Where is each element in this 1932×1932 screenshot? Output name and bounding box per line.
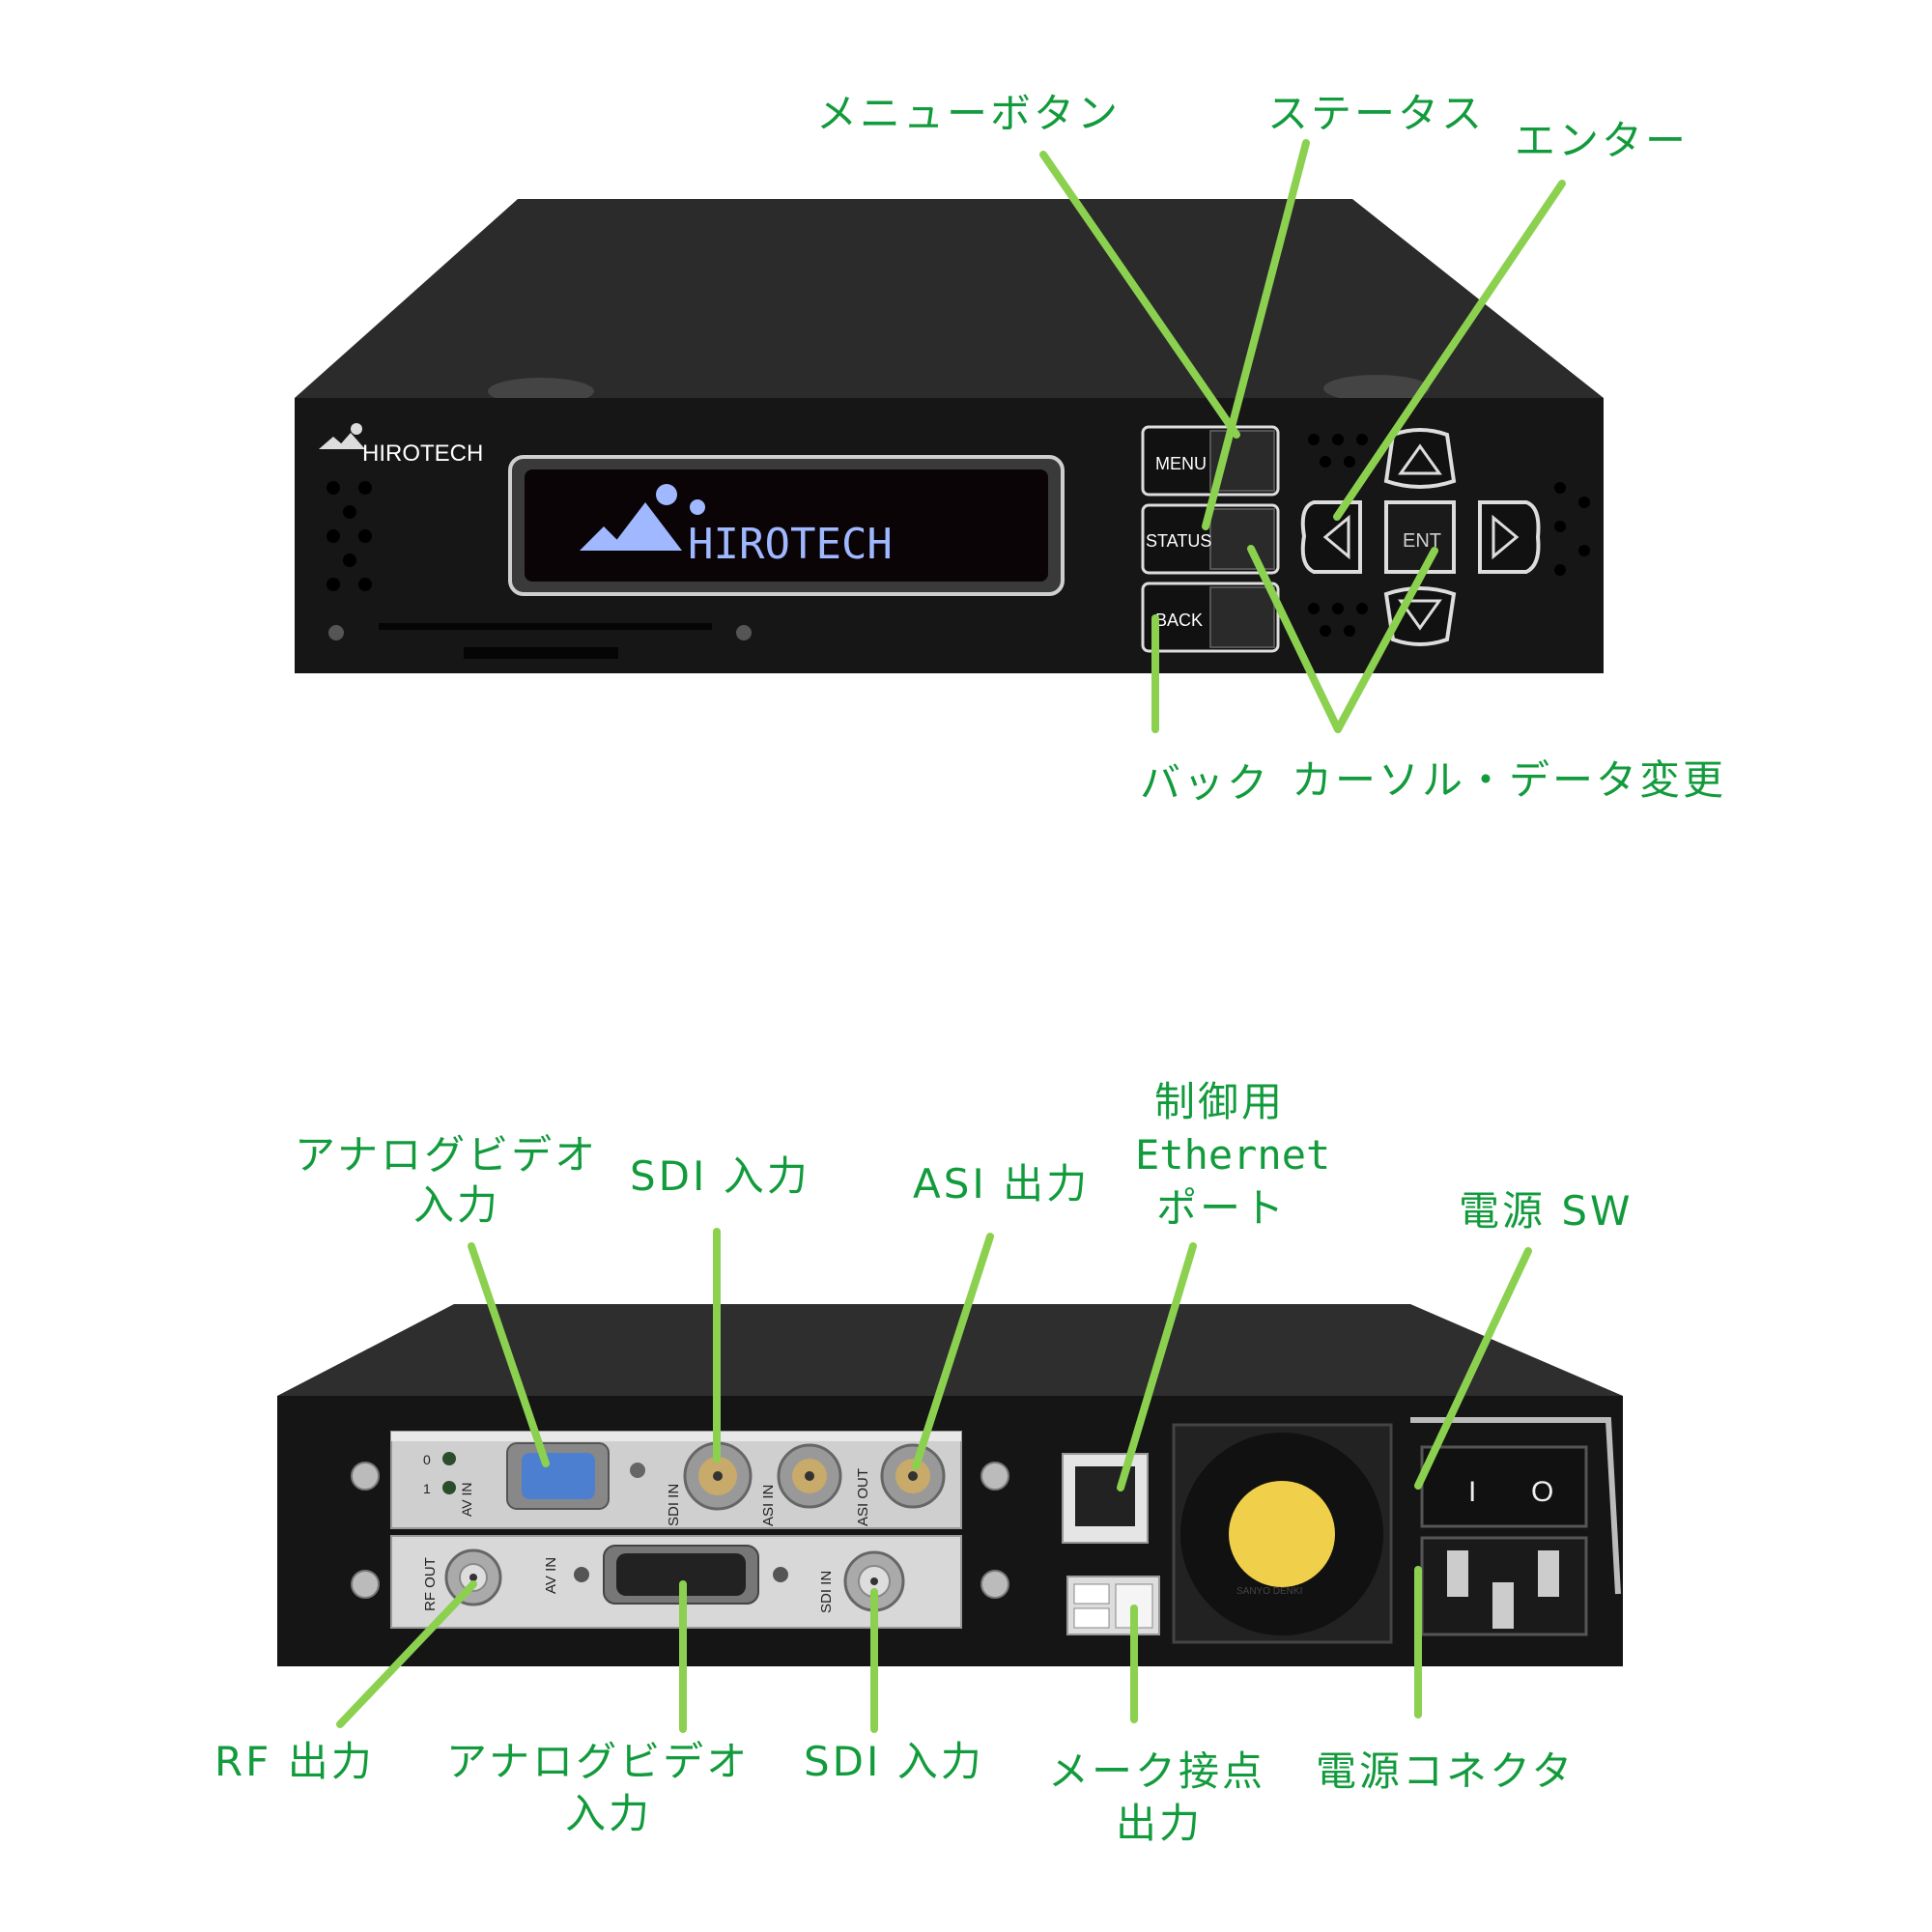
label-cursor-data-change: カーソル・データ変更	[1292, 756, 1726, 804]
svg-text:AV IN: AV IN	[543, 1557, 559, 1594]
label-make-contact-1: メーク接点	[1048, 1747, 1265, 1795]
svg-text:SDI IN: SDI IN	[666, 1484, 682, 1526]
top-bump-right	[1323, 375, 1430, 402]
leader-enter	[1333, 180, 1566, 521]
enter-button[interactable]: ENT	[1384, 500, 1456, 574]
bnc-sdi-in-bottom[interactable]	[843, 1550, 905, 1612]
screw-icon	[351, 1570, 380, 1599]
label-status: ステータス	[1267, 90, 1485, 137]
screw-icon	[328, 625, 344, 640]
screw-icon	[736, 625, 752, 640]
svg-text:O: O	[1531, 1476, 1553, 1508]
bnc-sdi-in-top[interactable]	[683, 1441, 753, 1511]
svg-text:I: I	[1468, 1476, 1476, 1508]
label-enter: エンター	[1515, 117, 1689, 164]
svg-text:AV IN: AV IN	[459, 1482, 474, 1517]
svg-text:SANYO DENKI: SANYO DENKI	[1236, 1586, 1302, 1597]
speaker-grille-left	[327, 481, 372, 591]
speaker-grille-pad	[1308, 434, 1590, 637]
arrow-left-icon	[1322, 514, 1350, 560]
label-analog-video-in-bottom-2: 入力	[565, 1790, 652, 1837]
f-connector-rf-out[interactable]	[444, 1548, 502, 1606]
leader-cursor-right	[1334, 547, 1438, 733]
brand-logo-text: HIROTECH	[362, 440, 483, 467]
leader-status	[1202, 139, 1310, 530]
leader-asi-out	[912, 1233, 994, 1470]
label-make-contact-2: 出力	[1116, 1800, 1203, 1847]
label-ethernet-3: ポート	[1156, 1184, 1287, 1232]
cursor-left-button[interactable]	[1300, 500, 1362, 574]
display-text: HIROTECH	[688, 520, 893, 569]
screw-icon	[351, 1462, 380, 1491]
svg-text:SDI IN: SDI IN	[818, 1571, 835, 1613]
label-analog-video-in-bottom-1: アナログビデオ	[446, 1738, 750, 1785]
brand-logo: HIROTECH	[319, 423, 483, 467]
svg-text:0: 0	[423, 1452, 431, 1467]
leader-rf-out	[336, 1580, 477, 1728]
leader-analog-video-in-top	[468, 1242, 550, 1467]
leader-menu-button	[1039, 151, 1240, 439]
led-1-indicator	[442, 1481, 456, 1494]
label-ethernet-2: Ethernet	[1135, 1131, 1330, 1179]
svg-text:ASI IN: ASI IN	[760, 1485, 777, 1526]
svg-text:MENU: MENU	[1155, 454, 1207, 473]
screw-icon	[980, 1570, 1009, 1599]
bnc-asi-in[interactable]	[777, 1443, 842, 1509]
retainer-bracket	[1410, 1417, 1621, 1595]
svg-text:ASI OUT: ASI OUT	[855, 1468, 871, 1526]
rear-annotations: アナログビデオ 入力 SDI 入力 ASI 出力 制御用 Ethernet ポー…	[214, 1078, 1634, 1847]
label-menu-button: メニューボタン	[816, 90, 1121, 137]
arrow-up-icon	[1398, 443, 1442, 475]
screw-icon	[980, 1462, 1009, 1491]
ethernet-port[interactable]	[1062, 1453, 1149, 1544]
led-0-indicator	[442, 1452, 456, 1465]
display-logo-icon	[580, 484, 705, 551]
svg-text:1: 1	[423, 1481, 431, 1496]
power-inlet-connector[interactable]	[1420, 1536, 1588, 1636]
vga-connector-av-in[interactable]	[506, 1442, 610, 1510]
front-top-surface	[295, 199, 1604, 398]
label-power-sw: 電源 SW	[1459, 1187, 1634, 1235]
arrow-down-icon	[1398, 599, 1442, 631]
label-rf-out: RF 出力	[214, 1738, 375, 1785]
svg-text:STATUS: STATUS	[1146, 531, 1211, 551]
svg-text:RF OUT: RF OUT	[422, 1557, 439, 1611]
card-slot-top	[379, 623, 712, 630]
cursor-right-button[interactable]	[1478, 500, 1541, 574]
card-slot-bottom	[464, 647, 618, 659]
label-asi-out: ASI 出力	[913, 1160, 1090, 1208]
label-sdi-in-top: SDI 入力	[630, 1152, 810, 1200]
label-sdi-in-bottom: SDI 入力	[804, 1738, 984, 1785]
svg-text:BACK: BACK	[1155, 611, 1203, 630]
back-button[interactable]: BACK	[1141, 582, 1280, 653]
svg-text:ENT: ENT	[1403, 530, 1441, 552]
leader-cursor-left	[1247, 545, 1342, 733]
status-button[interactable]: STATUS	[1141, 503, 1280, 575]
label-back: バック	[1140, 759, 1270, 807]
oled-display	[525, 469, 1048, 582]
menu-button[interactable]: MENU	[1141, 425, 1280, 497]
leader-power-sw	[1414, 1247, 1532, 1490]
front-annotations: メニューボタン ステータス エンター バック カーソル・データ変更	[816, 90, 1726, 807]
cooling-fan: SANYO DENKI	[1172, 1423, 1393, 1644]
dsub-connector-av-in[interactable]	[603, 1545, 759, 1605]
power-switch[interactable]: I O	[1420, 1445, 1588, 1528]
cursor-up-button[interactable]	[1383, 428, 1457, 489]
label-power-connector: 電源コネクタ	[1316, 1747, 1575, 1795]
leader-ethernet	[1117, 1242, 1197, 1492]
make-contact-terminal[interactable]	[1066, 1576, 1160, 1635]
arrow-right-icon	[1492, 514, 1520, 560]
bnc-asi-out[interactable]	[880, 1443, 946, 1509]
label-ethernet-1: 制御用	[1154, 1078, 1285, 1125]
label-analog-video-in-top-1: アナログビデオ	[295, 1131, 598, 1179]
label-analog-video-in-top-2: 入力	[413, 1181, 500, 1229]
